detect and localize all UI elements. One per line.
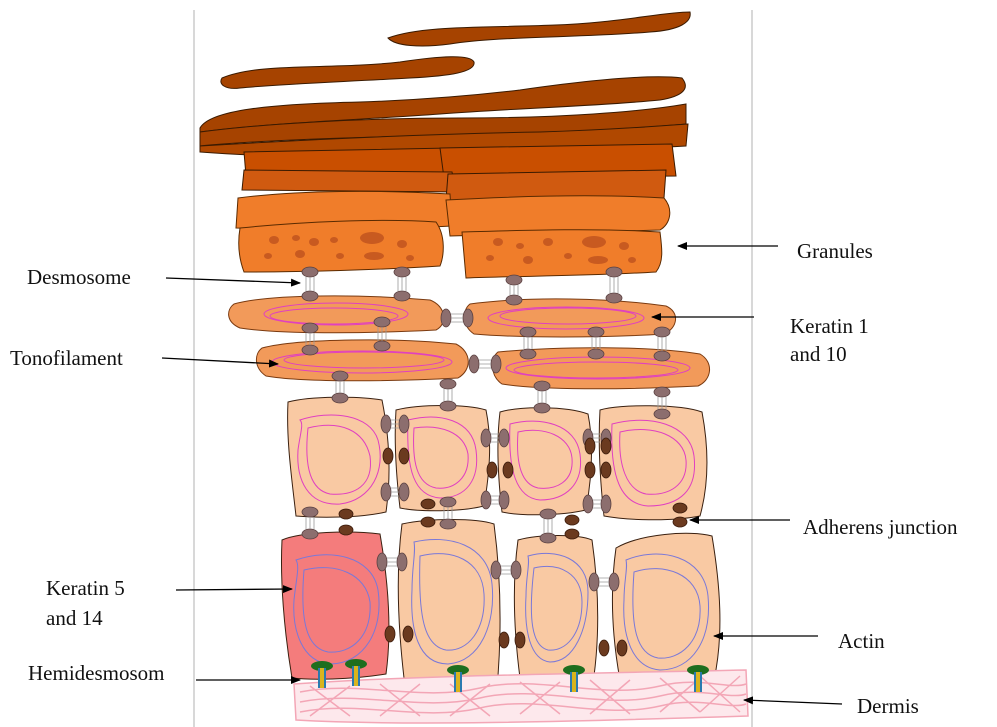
corneocyte-top xyxy=(388,12,690,46)
basal-cell-2 xyxy=(398,520,500,681)
flat-cell-1 xyxy=(229,296,444,333)
basal-cell-3 xyxy=(514,536,597,681)
label-keratin-5-14-line2: and 14 xyxy=(46,606,103,630)
desmosome-pair xyxy=(506,275,522,305)
label-adherens-junction: Adherens junction xyxy=(803,515,958,539)
adherens-pair xyxy=(421,499,435,527)
label-hemidesmosome: Hemidesmosom xyxy=(28,661,165,685)
label-actin: Actin xyxy=(838,629,885,653)
desmosome-pair xyxy=(534,381,550,413)
granular-cell-4 xyxy=(462,230,662,278)
adherens-pair xyxy=(585,438,611,454)
label-desmosome: Desmosome xyxy=(27,265,131,289)
label-tonofilament: Tonofilament xyxy=(10,346,123,370)
dermis-layer xyxy=(294,670,748,723)
stratum-corneum xyxy=(200,12,690,200)
desmosome-pair xyxy=(302,267,318,301)
adherens-pair xyxy=(565,515,579,539)
desmosome-pair xyxy=(302,323,318,355)
stratum-basale xyxy=(281,520,719,684)
desmosome-pair xyxy=(469,355,501,373)
desmosome-pair xyxy=(394,267,410,301)
desmosome-pair xyxy=(440,497,456,529)
adherens-pair xyxy=(339,509,353,535)
desmosome-pair xyxy=(583,495,611,513)
flat-cell-3 xyxy=(256,340,468,381)
label-granules: Granules xyxy=(797,239,873,263)
desmosome-pair xyxy=(606,267,622,303)
adherens-pair xyxy=(499,632,525,648)
label-keratin-1-10-line2: and 10 xyxy=(790,342,847,366)
keratin-5-14-arrow xyxy=(176,589,292,590)
granular-cell-3 xyxy=(239,220,443,272)
label-dermis: Dermis xyxy=(857,694,919,718)
label-keratin-1-10-line1: Keratin 1 xyxy=(790,314,869,338)
desmosome-pair xyxy=(481,491,509,509)
desmosome-pair xyxy=(654,387,670,419)
desmosome-pair xyxy=(377,553,407,571)
desmosome-pair xyxy=(441,309,473,327)
label-keratin-5-14-line1: Keratin 5 xyxy=(46,576,125,600)
corneocyte-8 xyxy=(242,170,456,192)
desmosome-pair xyxy=(302,507,318,539)
desmosome-pair xyxy=(374,317,390,351)
desmosome-pair xyxy=(654,327,670,361)
basal-cell-highlighted xyxy=(281,532,388,679)
desmosome-pair xyxy=(588,327,604,359)
desmosome-pair xyxy=(589,573,619,591)
corneocyte-2 xyxy=(221,57,474,89)
desmosome-pair xyxy=(520,327,536,359)
adherens-pair xyxy=(599,640,627,656)
desmosome-pair xyxy=(332,371,348,403)
desmosome-pair xyxy=(481,429,509,447)
corneocyte-9 xyxy=(446,170,666,200)
desmosome-pair xyxy=(440,379,456,411)
desmosome-arrow xyxy=(166,278,300,283)
basal-cell-4 xyxy=(613,533,720,683)
adherens-pair xyxy=(585,462,611,478)
desmosome-pair xyxy=(540,509,556,543)
adherens-pair xyxy=(385,626,413,642)
desmosome-pair xyxy=(381,483,409,501)
stratum-spinosum xyxy=(288,397,707,520)
desmosome-pair xyxy=(491,561,521,579)
stratum-granulosum xyxy=(236,191,670,278)
dermis-arrow xyxy=(744,700,842,704)
